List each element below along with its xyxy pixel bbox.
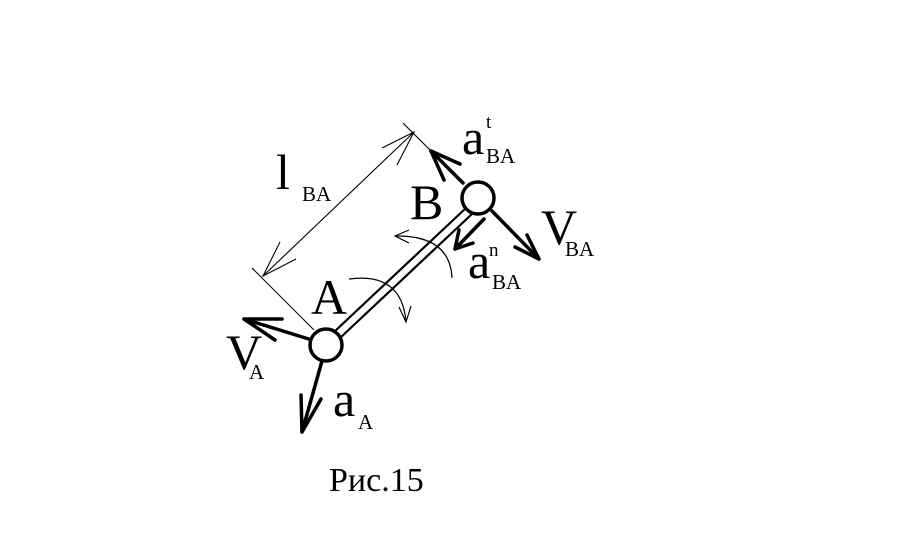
velocity-a-subscript: A — [249, 360, 265, 384]
dimension-line-l-ba — [261, 130, 416, 278]
length-symbol: l — [276, 144, 290, 200]
acceleration-ba-normal-vector — [453, 217, 486, 251]
velocity-a-vector — [242, 317, 314, 342]
accel-a-subscript: A — [358, 410, 374, 434]
acceleration-ba-tangential-vector — [429, 149, 465, 185]
angular-velocity-arc — [348, 277, 412, 324]
accel-ba-t-symbol: a — [462, 109, 485, 165]
angular-acceleration-arc — [393, 229, 453, 279]
accel-ba-t-subscript: BA — [486, 144, 516, 168]
accel-ba-n-symbol: a — [468, 233, 491, 289]
accel-ba-t-superscript: t — [486, 112, 492, 133]
velocity-a-symbol: V — [226, 324, 263, 380]
velocity-ba-symbol: V — [541, 199, 578, 255]
joint-b — [460, 180, 496, 216]
accel-ba-n-superscript: n — [489, 240, 499, 261]
link-ab — [332, 206, 474, 340]
length-subscript: BA — [302, 182, 332, 206]
joint-a — [308, 327, 344, 363]
velocity-ba-subscript: BA — [565, 237, 595, 261]
velocity-ba-vector — [490, 209, 541, 261]
figure-caption: Рис.15 — [329, 462, 424, 499]
accel-ba-n-subscript: BA — [492, 270, 522, 294]
acceleration-a-vector — [299, 359, 324, 434]
point-a-label: A — [311, 269, 348, 325]
point-b-label: B — [410, 174, 444, 230]
accel-a-symbol: a — [333, 371, 356, 427]
